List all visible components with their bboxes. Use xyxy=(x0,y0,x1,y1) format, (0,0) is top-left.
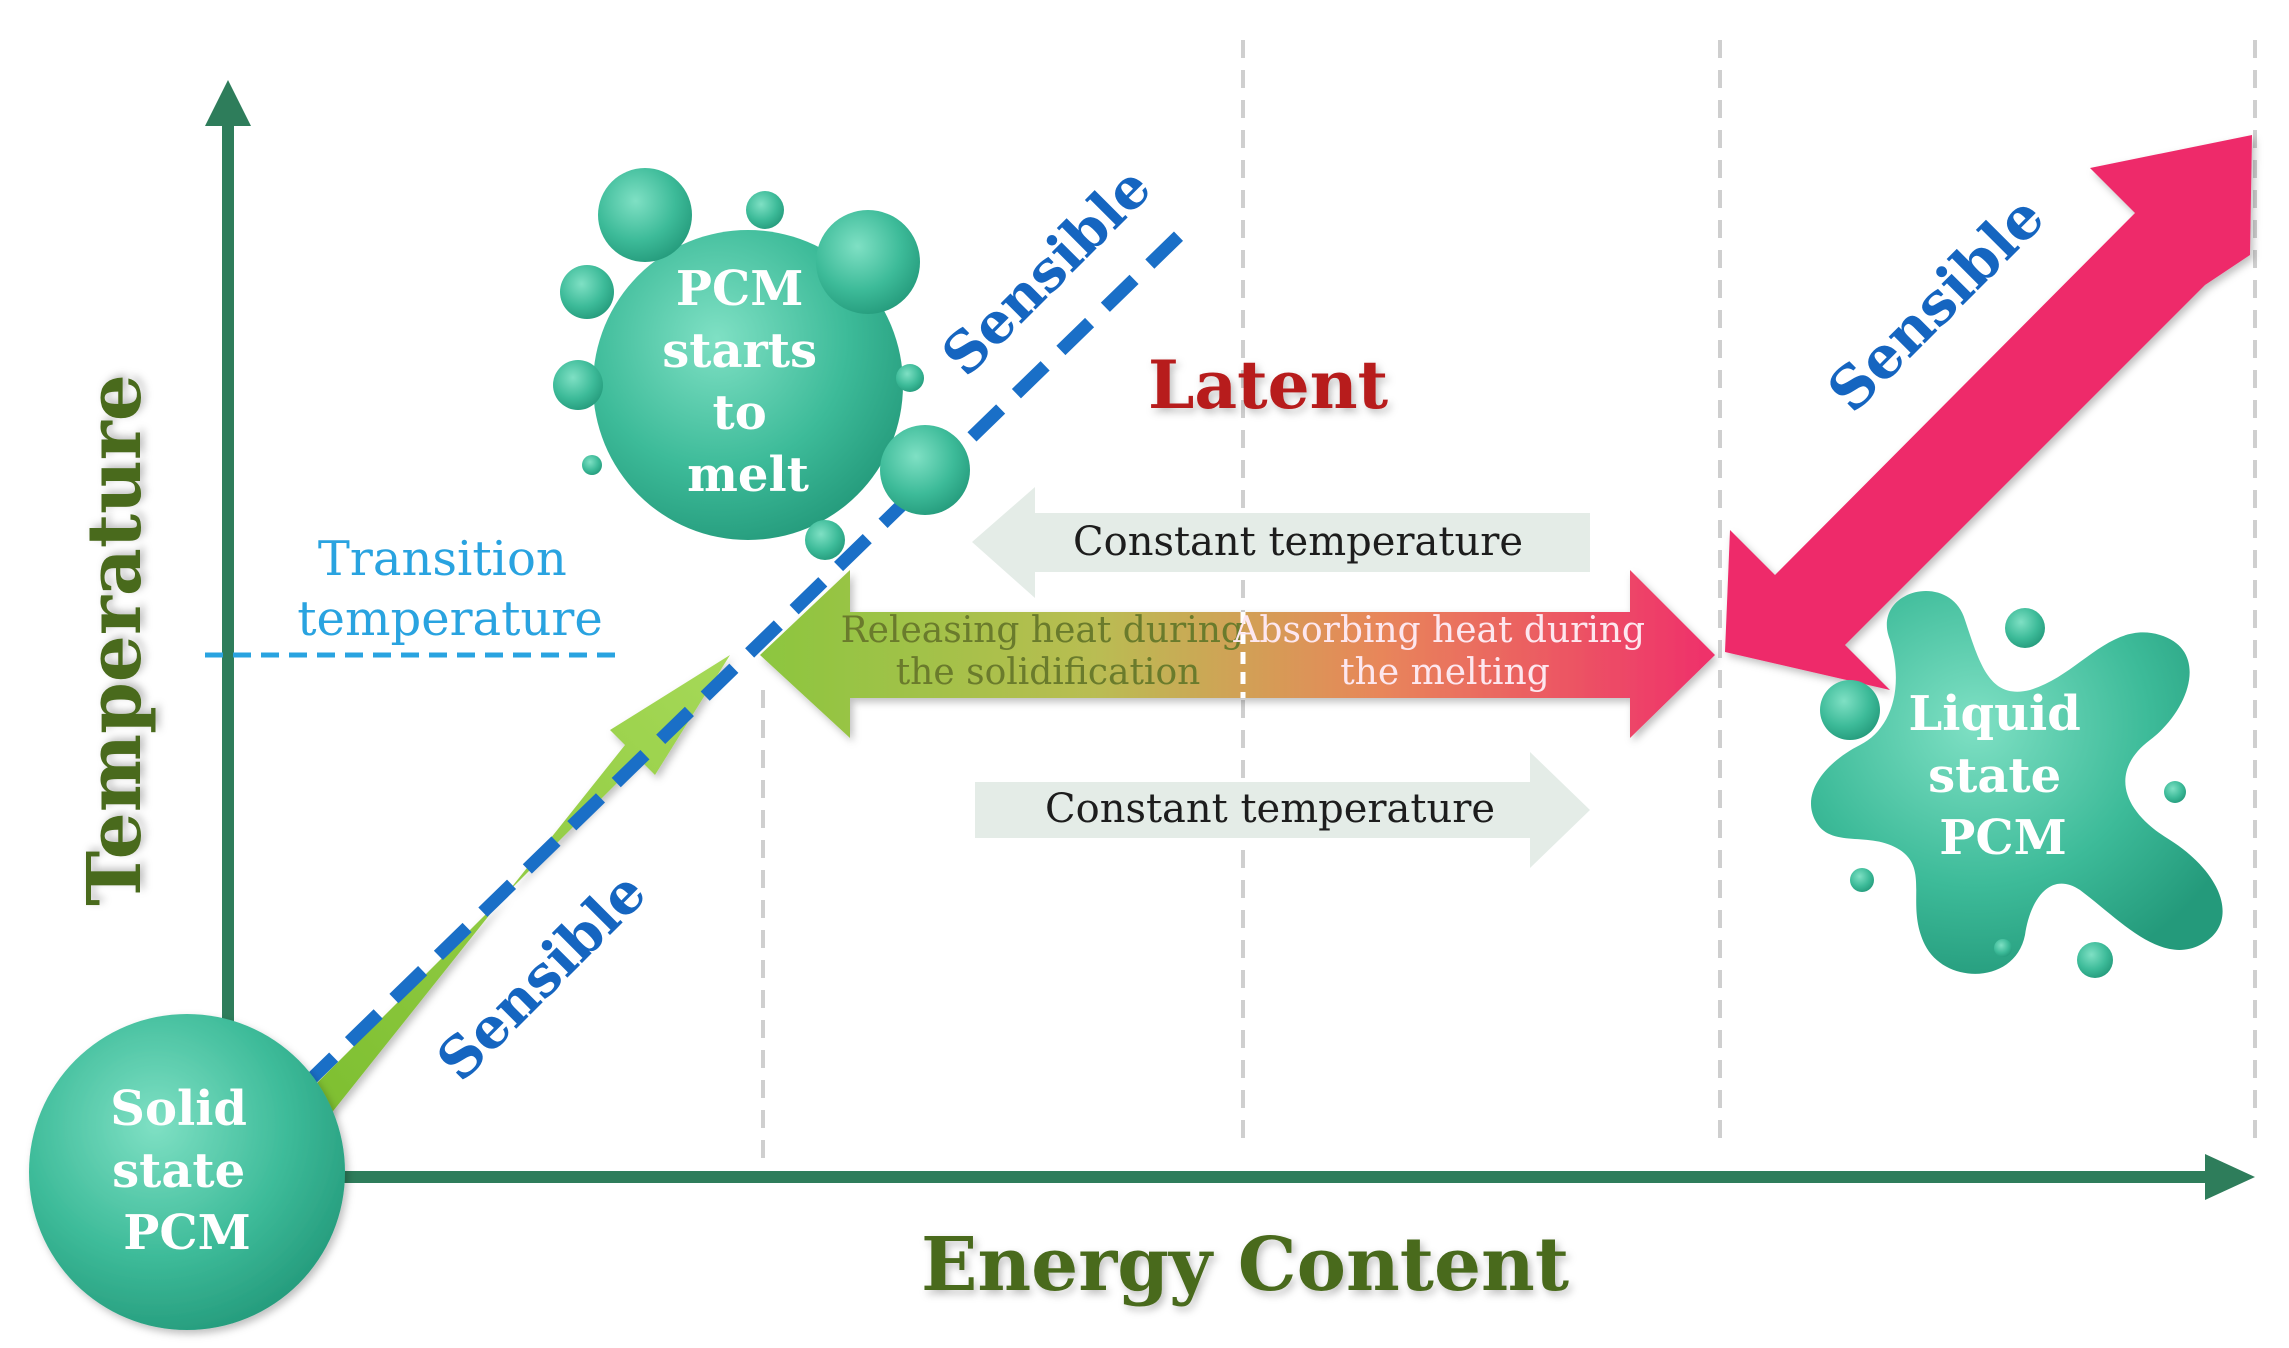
axes xyxy=(205,80,2255,1200)
absorbing-line-1: Absorbing heat during xyxy=(1232,610,1645,651)
sensible-solid-arrow xyxy=(285,655,730,1140)
melting-line-2: starts xyxy=(662,323,817,379)
x-axis-arrowhead xyxy=(2205,1154,2255,1200)
releasing-line-2: the solidification xyxy=(896,652,1201,693)
liquid-line-3: PCM xyxy=(1939,810,2066,866)
latent-label: Latent xyxy=(1148,346,1389,424)
constant-temperature-right-arrow xyxy=(975,752,1590,868)
sensible-dashed-line xyxy=(300,220,1195,1090)
liquid-line-1: Liquid xyxy=(1909,686,2081,742)
sensible-lower-label: Sensible xyxy=(424,859,659,1094)
melting-line-4: melt xyxy=(687,447,809,503)
liquid-pcm-splash xyxy=(1811,591,2223,978)
y-axis-label: Temperature xyxy=(72,374,158,906)
transition-line-2: temperature xyxy=(297,591,602,647)
melting-pcm-blob xyxy=(553,168,970,560)
grid-lines xyxy=(761,40,2257,1170)
melting-line-3: to xyxy=(713,385,767,441)
constant-temperature-top-label: Constant temperature xyxy=(1073,519,1523,565)
melting-pcm-label: PCM starts to melt xyxy=(662,261,834,503)
solid-line-3: PCM xyxy=(123,1205,250,1261)
transition-line-1: Transition xyxy=(318,531,567,587)
absorbing-line-2: the melting xyxy=(1340,652,1550,693)
sensible-middle-label: Sensible xyxy=(929,154,1164,389)
solid-pcm-label: Solid state PCM xyxy=(110,1081,263,1261)
releasing-heat-label: Releasing heat during the solidification xyxy=(841,610,1256,693)
absorbing-heat-label: Absorbing heat during the melting xyxy=(1232,610,1656,693)
sensible-liquid-arrow xyxy=(1725,135,2252,690)
solid-line-1: Solid xyxy=(110,1081,247,1137)
liquid-line-2: state xyxy=(1928,748,2061,804)
solid-line-2: state xyxy=(112,1143,245,1199)
constant-temperature-left-arrow xyxy=(972,487,1590,598)
latent-double-arrow xyxy=(760,570,1715,738)
melting-line-1: PCM xyxy=(676,261,803,317)
solid-pcm-circle xyxy=(29,1014,345,1330)
x-axis-label: Energy Content xyxy=(921,1222,1569,1308)
constant-temperature-bottom-label: Constant temperature xyxy=(1045,786,1495,832)
transition-temperature-label: Transition temperature xyxy=(297,531,602,647)
y-axis-arrowhead xyxy=(205,80,251,126)
liquid-pcm-label: Liquid state PCM xyxy=(1909,686,2098,866)
releasing-line-1: Releasing heat during xyxy=(841,610,1244,651)
